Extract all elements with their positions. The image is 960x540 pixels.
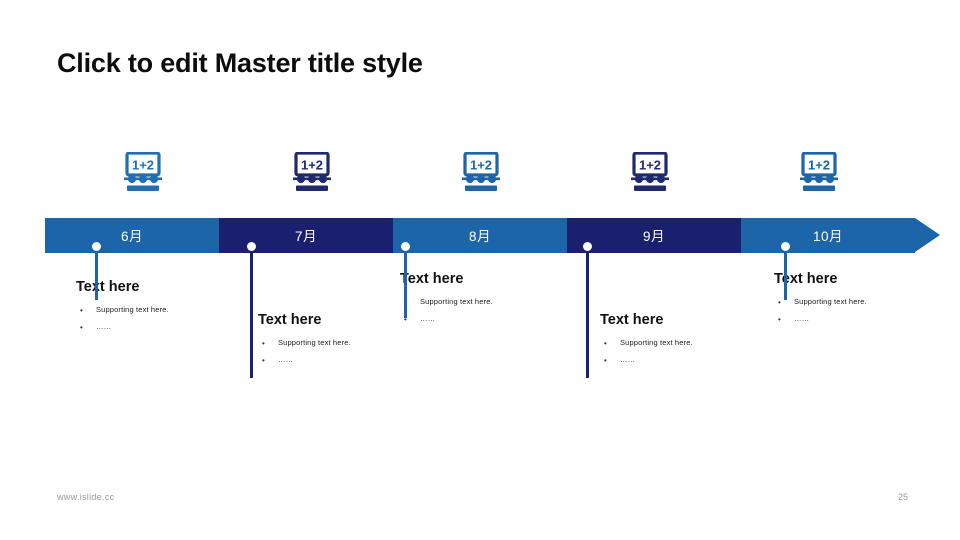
bullet-text: Supporting text here. xyxy=(420,297,493,306)
milestone-text-block: Text here • Supporting text here. • …… xyxy=(76,279,169,340)
bullet-dot-icon: • xyxy=(80,322,83,332)
connector-line xyxy=(586,244,589,378)
milestone-text-block: Text here • Supporting text here. • …… xyxy=(774,271,867,332)
timeline-segment-label: 8月 xyxy=(468,228,491,244)
block-title: Text here xyxy=(774,271,838,287)
bullet-item: • Supporting text here. xyxy=(258,338,351,348)
abacus-icon: 1+2 xyxy=(791,150,847,196)
bullet-item: • …… xyxy=(400,313,493,324)
abacus-icon: 1+2 xyxy=(284,150,340,196)
bullet-text: …… xyxy=(96,321,112,331)
bullet-item: • …… xyxy=(76,321,169,332)
bullet-text: …… xyxy=(794,313,810,323)
timeline-segment[interactable]: 7月 xyxy=(219,218,393,253)
abacus-icon: 1+2 xyxy=(622,150,678,196)
bullet-dot-icon: • xyxy=(404,314,407,324)
bullet-dot-icon: • xyxy=(604,339,607,348)
bullet-text: Supporting text here. xyxy=(96,305,169,314)
abacus-icon: 1+2 xyxy=(115,150,171,196)
bullet-text: …… xyxy=(620,354,636,364)
bullet-item: • Supporting text here. xyxy=(600,338,693,348)
connector-line xyxy=(784,244,787,300)
bullet-text: Supporting text here. xyxy=(794,297,867,306)
bullet-dot-icon: • xyxy=(262,339,265,348)
bullet-dot-icon: • xyxy=(262,355,265,365)
timeline-segment[interactable]: 9月 xyxy=(567,218,741,253)
bullet-item: • Supporting text here. xyxy=(774,297,867,307)
block-title: Text here xyxy=(600,312,664,328)
timeline-segment-label: 9月 xyxy=(642,228,665,244)
bullet-list: • Supporting text here. • …… xyxy=(76,305,169,332)
block-title: Text here xyxy=(76,279,140,295)
bullet-text: Supporting text here. xyxy=(620,338,693,347)
timeline-segment[interactable]: 10月 xyxy=(741,218,915,253)
bullet-item: • …… xyxy=(258,354,351,365)
bullet-dot-icon: • xyxy=(604,355,607,365)
bullet-list: • Supporting text here. • …… xyxy=(258,338,351,365)
bullet-dot-icon: • xyxy=(80,306,83,315)
timeline-segment[interactable]: 8月 xyxy=(393,218,567,253)
timeline-arrow-tip xyxy=(915,218,940,252)
footer-watermark: www.islide.cc xyxy=(57,492,115,502)
timeline-pin-marker[interactable] xyxy=(582,242,592,251)
svg-text:1+2: 1+2 xyxy=(808,158,830,173)
timeline-segment-label: 10月 xyxy=(812,228,844,244)
timeline-pin-marker[interactable] xyxy=(400,242,410,251)
svg-text:1+2: 1+2 xyxy=(132,158,154,173)
bullet-text: Supporting text here. xyxy=(278,338,351,347)
timeline-segment-label: 7月 xyxy=(294,228,317,244)
bullet-list: • Supporting text here. • …… xyxy=(600,338,693,365)
milestone-text-block: Text here • Supporting text here. • …… xyxy=(258,312,351,373)
connector-line xyxy=(250,244,253,378)
connector-line xyxy=(404,244,407,318)
page-number: 25 xyxy=(897,492,908,502)
timeline-pin-marker[interactable] xyxy=(780,242,790,251)
bullet-item: • Supporting text here. xyxy=(76,305,169,315)
bullet-item: • …… xyxy=(774,313,867,324)
abacus-icon: 1+2 xyxy=(453,150,509,196)
svg-text:1+2: 1+2 xyxy=(301,158,323,173)
bullet-dot-icon: • xyxy=(778,298,781,307)
bullet-text: …… xyxy=(278,354,294,364)
bullet-list: •Supporting text here. • …… xyxy=(400,297,493,324)
timeline-segment[interactable]: 6月 xyxy=(45,218,219,253)
block-title: Text here xyxy=(400,271,464,287)
svg-text:1+2: 1+2 xyxy=(639,158,661,173)
block-title: Text here xyxy=(258,312,322,328)
bullet-item: • …… xyxy=(600,354,693,365)
bullet-list: • Supporting text here. • …… xyxy=(774,297,867,324)
timeline-pin-marker[interactable] xyxy=(246,242,256,251)
timeline-pin-marker[interactable] xyxy=(91,242,101,251)
bullet-item: •Supporting text here. xyxy=(400,297,493,307)
bullet-dot-icon: • xyxy=(778,314,781,324)
milestone-text-block: Text here • Supporting text here. • …… xyxy=(600,312,693,373)
page-title: Click to edit Master title style xyxy=(57,48,423,78)
bullet-text: …… xyxy=(420,313,436,323)
timeline-segment-label: 6月 xyxy=(120,228,143,244)
icon-row: 1+2 1+2 1+2 1+2 1+2 xyxy=(0,150,960,196)
connector-line xyxy=(95,244,98,300)
milestone-text-block: Text here •Supporting text here. • …… xyxy=(400,271,493,332)
svg-text:1+2: 1+2 xyxy=(470,158,492,173)
